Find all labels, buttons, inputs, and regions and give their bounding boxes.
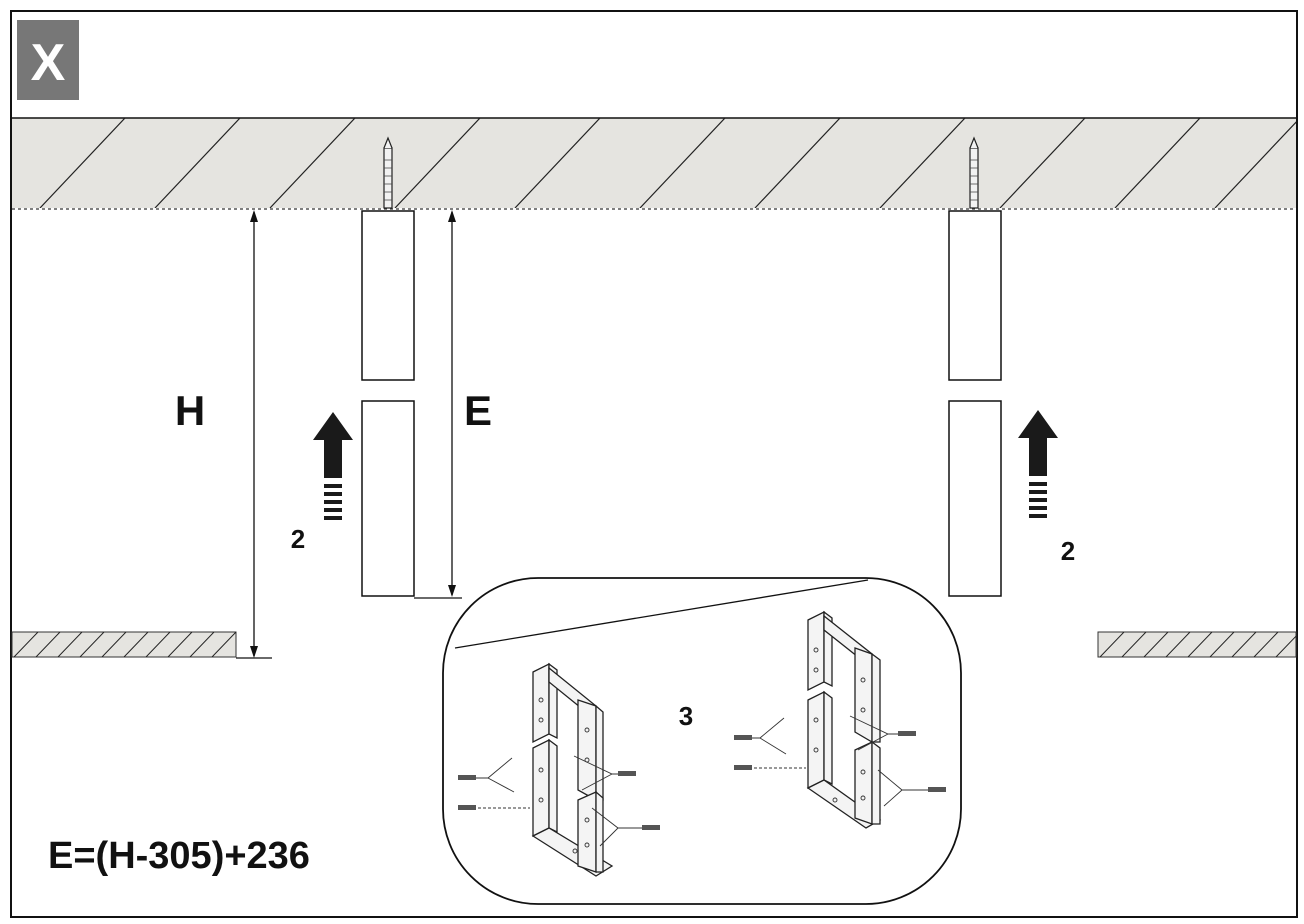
column-left xyxy=(361,136,415,597)
extension-dimension xyxy=(414,210,462,599)
height-dimension xyxy=(236,210,272,659)
callout-frame xyxy=(442,577,962,905)
ceiling-slab xyxy=(12,117,1296,210)
anchor-bolt-left xyxy=(383,147,393,209)
extension-label: E xyxy=(464,387,492,434)
step-badge-bg xyxy=(17,20,79,100)
column-right-lower xyxy=(948,400,1002,597)
step-detail-label: 3 xyxy=(679,701,693,731)
detail-callout: 3 xyxy=(442,577,962,905)
anchor-bolt-right xyxy=(969,147,979,209)
column-right xyxy=(948,136,1002,597)
bracket-assembly-left xyxy=(531,662,614,877)
column-right-upper xyxy=(948,210,1002,381)
floor-right xyxy=(1097,631,1297,658)
column-left-lower xyxy=(361,400,415,597)
step-up-left-label: 2 xyxy=(291,524,305,554)
step-badge-label: X xyxy=(31,34,66,92)
arrow-up-left-icon xyxy=(313,412,353,520)
floor-left xyxy=(11,631,237,658)
bracket-assembly-right xyxy=(806,610,882,829)
step-up-right-label: 2 xyxy=(1061,536,1075,566)
step-badge: X xyxy=(17,20,79,100)
column-left-upper xyxy=(361,210,415,381)
extension-formula: E=(H-305)+236 xyxy=(48,835,310,877)
height-label: H xyxy=(175,387,205,434)
arrow-up-right-icon xyxy=(1018,410,1058,518)
